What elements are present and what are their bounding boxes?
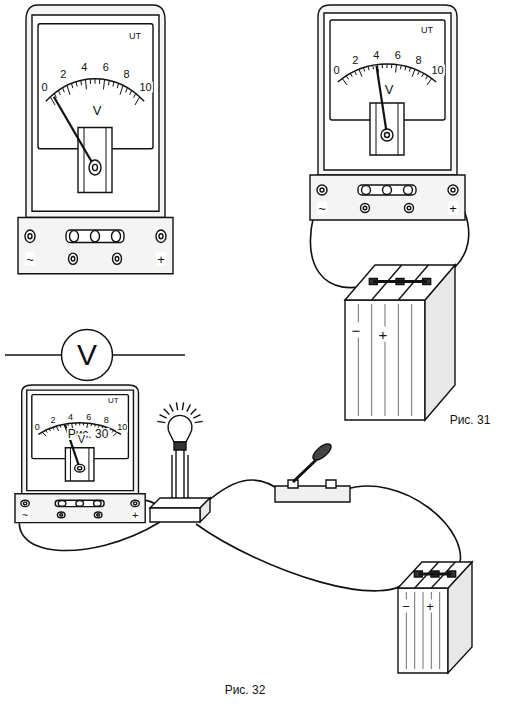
label: 4 bbox=[67, 412, 74, 421]
lamp bbox=[150, 402, 210, 522]
label: 2 bbox=[50, 416, 57, 425]
battery bbox=[345, 265, 455, 420]
label: 2 bbox=[351, 55, 359, 66]
label: ~ bbox=[317, 202, 327, 215]
label: Рис. 30 bbox=[67, 428, 110, 440]
label: + bbox=[378, 327, 389, 342]
label: 4 bbox=[80, 62, 88, 73]
label: 6 bbox=[102, 62, 110, 73]
label: 8 bbox=[415, 55, 423, 66]
symbol-letter: V bbox=[77, 340, 97, 370]
label: ~ bbox=[21, 509, 29, 520]
voltmeter-symbol: V bbox=[60, 328, 114, 382]
label: 8 bbox=[103, 416, 110, 425]
label: UT bbox=[107, 397, 120, 405]
label: V bbox=[384, 83, 395, 96]
label: V bbox=[92, 104, 103, 117]
label: 0 bbox=[34, 422, 41, 431]
label: − bbox=[401, 600, 411, 613]
label: 10 bbox=[430, 65, 444, 76]
label: 8 bbox=[123, 68, 131, 79]
switch bbox=[275, 441, 350, 502]
label: 6 bbox=[394, 49, 402, 60]
label: + bbox=[156, 252, 166, 265]
battery bbox=[398, 562, 472, 673]
voltmeter bbox=[310, 5, 465, 220]
label: + bbox=[448, 202, 458, 215]
label: Рис. 31 bbox=[449, 414, 492, 426]
label: ~ bbox=[25, 252, 35, 265]
label: + bbox=[425, 600, 435, 613]
label: Рис. 32 bbox=[224, 684, 267, 696]
label: 10 bbox=[138, 81, 152, 92]
label: UT bbox=[128, 32, 142, 41]
label: − bbox=[351, 323, 362, 338]
voltmeter bbox=[18, 5, 173, 274]
label: 0 bbox=[40, 81, 48, 92]
label: V bbox=[77, 433, 86, 444]
label: 6 bbox=[85, 412, 92, 421]
label: UT bbox=[420, 26, 434, 35]
label: 2 bbox=[59, 68, 67, 79]
label: + bbox=[131, 509, 139, 520]
label: 0 bbox=[332, 65, 340, 76]
label: 4 bbox=[372, 49, 380, 60]
label: 10 bbox=[116, 422, 128, 431]
voltmeter bbox=[15, 385, 145, 523]
